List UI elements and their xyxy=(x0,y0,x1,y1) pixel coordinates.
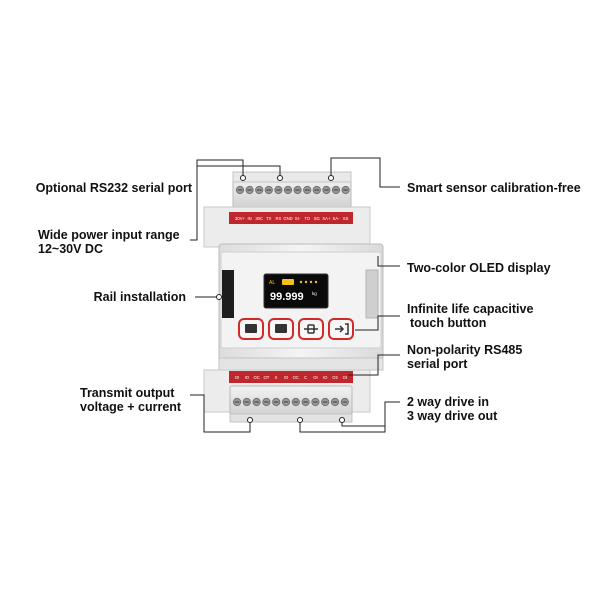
label-drive-line2: 3 way drive out xyxy=(407,409,498,423)
display-mode: AL xyxy=(269,280,275,286)
leader-markers xyxy=(216,175,345,423)
terminal-label: SA- xyxy=(333,216,341,221)
oled-display: AL 99.999 kg xyxy=(263,273,329,309)
terminal-label: SA+ xyxy=(322,216,331,221)
label-drive-io: 2 way drive in 3 way drive out xyxy=(407,395,497,423)
shift-icon xyxy=(307,324,315,334)
terminal-label: II xyxy=(275,375,277,380)
terminal-label: GND xyxy=(283,216,292,221)
label-touch-line2: touch button xyxy=(410,316,487,330)
label-touch-line1: Infinite life capacitive xyxy=(407,302,534,316)
display-mode-badge xyxy=(282,279,294,285)
label-rs485-line1: Non-polarity RS485 xyxy=(407,343,523,357)
label-power-input-line2: 12~30V DC xyxy=(38,242,103,256)
menu-icon xyxy=(245,324,257,333)
display-unit: kg xyxy=(312,291,317,296)
terminal-label: OI xyxy=(235,375,239,380)
housing-lower xyxy=(218,357,384,371)
touch-button-3[interactable] xyxy=(298,318,324,340)
label-rs485-line2: serial port xyxy=(407,357,468,371)
terminal-label: SI- xyxy=(295,216,301,221)
bottom-terminal-band xyxy=(229,371,353,383)
terminal-label: RX xyxy=(275,216,281,221)
terminal-label: C xyxy=(304,375,307,380)
terminal-label: OT xyxy=(263,375,269,380)
bottom-terminal-block xyxy=(229,385,353,423)
terminal-label: OC xyxy=(253,375,259,380)
terminal-label: SS xyxy=(343,216,349,221)
label-rail-installation: Rail installation xyxy=(93,290,186,304)
terminal-label: OC xyxy=(293,375,299,380)
touch-button-1[interactable] xyxy=(238,318,264,340)
terminal-label: 30V+ xyxy=(235,216,245,221)
touch-button-2[interactable] xyxy=(268,318,294,340)
label-transmit-line2: voltage + current xyxy=(80,400,182,414)
label-smart-sensor: Smart sensor calibration-free xyxy=(407,181,581,195)
terminal-label: IN xyxy=(248,216,252,221)
side-latch xyxy=(365,269,379,319)
page-icon xyxy=(275,324,287,333)
terminal-label: OI xyxy=(343,375,347,380)
label-power-input: Wide power input range 12~30V DC xyxy=(38,228,180,256)
label-touch-button: Infinite life capacitive touch button xyxy=(407,302,533,330)
touch-buttons xyxy=(238,318,354,340)
terminal-label: IO xyxy=(323,375,328,380)
rail-clip xyxy=(222,270,234,318)
top-terminal-band xyxy=(229,212,353,224)
terminal-label: TX xyxy=(266,216,272,221)
label-transmit-line1: Transmit output xyxy=(80,386,175,400)
enter-icon xyxy=(335,323,349,335)
terminal-label: IO xyxy=(245,375,250,380)
leader-lines xyxy=(190,157,400,433)
label-rs485-port: Non-polarity RS485 serial port xyxy=(407,343,522,371)
terminal-label: TO xyxy=(304,216,310,221)
label-power-input-line1: Wide power input range xyxy=(38,228,180,242)
top-terminal-block xyxy=(232,171,352,211)
label-drive-line1: 2 way drive in xyxy=(407,395,489,409)
terminal-label: 30C xyxy=(255,216,263,221)
label-transmit-output: Transmit output voltage + current xyxy=(80,386,181,414)
terminal-label: OI xyxy=(313,375,317,380)
label-oled-display: Two-color OLED display xyxy=(407,261,551,275)
label-rs232-port: Optional RS232 serial port xyxy=(35,181,192,195)
touch-button-4[interactable] xyxy=(328,318,354,340)
terminal-label: O2 xyxy=(332,375,338,380)
terminal-label: IO xyxy=(284,375,289,380)
display-reading: 99.999 xyxy=(270,291,304,303)
terminal-label: SG xyxy=(314,216,320,221)
